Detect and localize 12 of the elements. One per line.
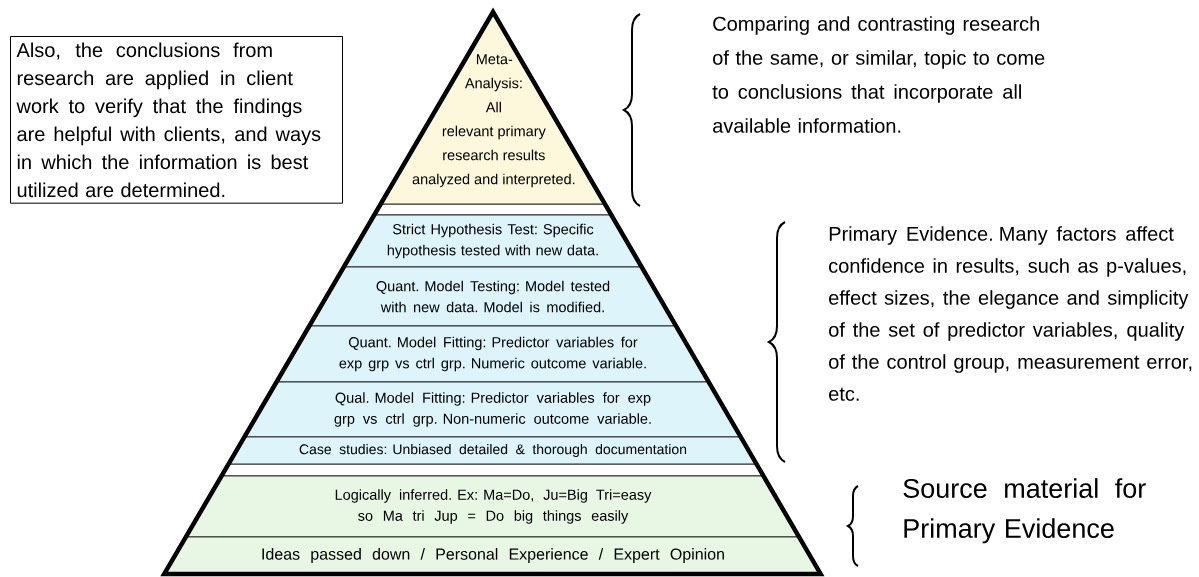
annotation-text: Comparing and contrasting research of the same, or similar, topic to come to conclusions that incorporate all available information. [712, 16, 1045, 133]
pyramid-band: Ideas passed down / Personal Experience / Expert Opinion [163, 536, 821, 575]
annotation-text: Primary Evidence. Many factors affect confidence in results, such as p-values, effect sizes, the elegance and simplicity of the set of predictor variables, quality of the control group, measurement error, etc. [829, 226, 1192, 401]
pyramid-band: Qual. Model Fitting: Predictor variables for exp grp vs ctrl grp. Non-numeric outcome variable. [244, 381, 742, 438]
pyramid-band: Meta-Analysis: All relevant primary research results analyzed and interpreted. [380, 11, 606, 205]
pyramid-band: Strict Hypothesis Test: Specific hypothesis tested with new data. [343, 214, 643, 268]
text-box: Also, the conclusions from research are applied in client work to verify that the findings are helpful with clients, and ways in which the information is best utilized are determined. [10, 36, 343, 204]
pyramid-band: Logically inferred. Ex: Ma=Do, Ju=Big Tri=easy so Ma tri Jup = Do big things easily [185, 475, 800, 538]
pyramid-band: Quant. Model Testing: Model tested with new data. Model is modified. [308, 266, 677, 327]
annotation-text: Source material for Primary Evidence [903, 478, 1146, 544]
pyramid-band: Case studies: Unbiased detailed & thorough documentation [228, 436, 757, 465]
pyramid-band: Quant. Model Fitting: Predictor variables for exp grp vs ctrl grp. Numeric outcome variable. [276, 325, 710, 383]
